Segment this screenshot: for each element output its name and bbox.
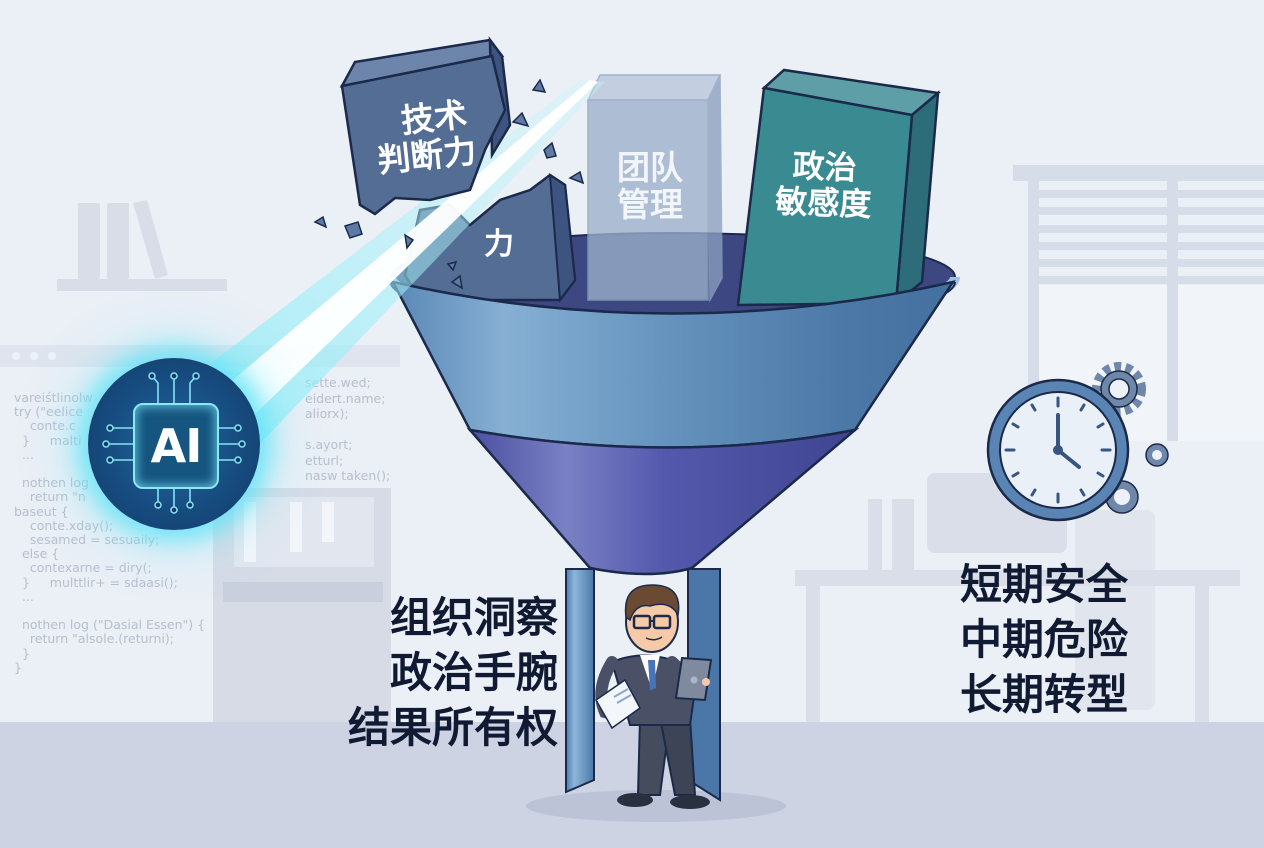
political-sensitivity-line2: 敏感度 (774, 182, 873, 224)
funnel-lower-band (466, 427, 860, 576)
ai-chip-badge: AI (88, 358, 260, 530)
team-management-label: 团队 管理 (596, 148, 704, 224)
political-sensitivity-line1: 政治 (791, 146, 858, 188)
window-dot-icon (12, 352, 20, 360)
window-dot-icon (30, 352, 38, 360)
clock-with-gears-icon (986, 362, 1169, 522)
tech-judgment-broken-piece: 力 (484, 227, 514, 262)
binder-shelf-icon (57, 200, 227, 291)
tech-judgment-block (339, 36, 512, 216)
circuit-chip-icon (102, 372, 246, 514)
window-blinds (1013, 165, 1264, 441)
code-lines-right: sette.wed; eidert.name; aliorx); s.ayort… (305, 375, 391, 483)
team-management-line2: 管理 (617, 184, 683, 224)
caption-line: 短期安全 (960, 560, 1129, 609)
caption-line: 结果所有权 (347, 703, 558, 752)
shattered-fragments (313, 78, 585, 290)
right-caption: 短期安全 中期危险 长期转型 (960, 557, 1128, 722)
ai-label: AI (150, 419, 203, 473)
team-management-block (586, 74, 723, 303)
political-sensitivity-block (736, 68, 941, 307)
code-lines-left: vareiśtlinolw try ("eelice conte.c } mal… (14, 390, 206, 675)
caption-line: 组织洞察 (389, 593, 558, 642)
left-caption: 组织洞察 政治手腕 结果所有权 (348, 590, 558, 755)
caption-line: 政治手腕 (389, 648, 558, 697)
caption-line: 中期危险 (960, 615, 1129, 664)
ai-chip-core: AI (133, 403, 219, 489)
office-floor (0, 722, 1264, 848)
team-management-line1: 团队 (617, 148, 683, 187)
political-sensitivity-label: 政治 敏感度 (753, 146, 895, 224)
tech-judgment-label: 技术 判断力 (363, 93, 510, 181)
caption-line: 长期转型 (960, 670, 1129, 719)
window-dot-icon (48, 352, 56, 360)
businessman-figure (595, 584, 713, 809)
file-cabinet (213, 488, 391, 722)
